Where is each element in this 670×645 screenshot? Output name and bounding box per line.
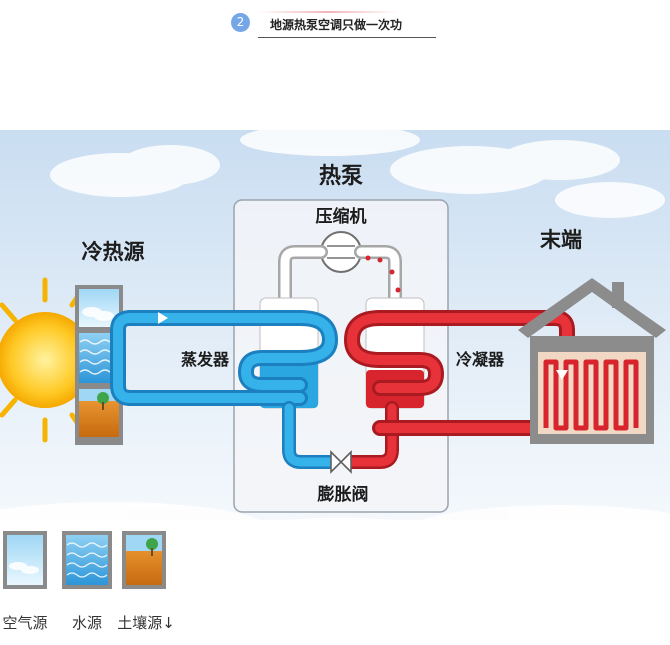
- legend-water-source: 水源: [62, 531, 112, 632]
- evaporator-label: 蒸发器: [181, 350, 230, 369]
- house-icon: [518, 278, 666, 444]
- expansion-valve-icon: [330, 450, 352, 474]
- legend-soil-source: 土壤源↓: [117, 531, 175, 632]
- expansion-valve-label: 膨胀阀: [318, 484, 369, 505]
- legend-air-source: 空气源: [2, 531, 48, 632]
- flow-arrow-icon: [556, 370, 568, 380]
- section-title: 地源热泵空调只做一次功: [270, 18, 403, 32]
- section-number-badge: 2: [231, 13, 250, 32]
- header-accent-line: [258, 11, 398, 13]
- terminal-label: 末端: [540, 228, 582, 252]
- heat-source-label: 冷热源: [82, 240, 145, 264]
- header-underline: [258, 37, 436, 38]
- legend-label-soil-source: 土壤源↓: [117, 614, 175, 632]
- section-header: 2 地源热泵空调只做一次功: [228, 9, 438, 43]
- compressor-label: 压缩机: [316, 206, 367, 227]
- flow-arrow-icon: [158, 312, 168, 324]
- condenser-label: 冷凝器: [456, 350, 505, 369]
- heat-pump-label: 热泵: [319, 163, 363, 189]
- legend-label-air-source: 空气源: [2, 614, 47, 632]
- legend-label-water-source: 水源: [72, 614, 102, 632]
